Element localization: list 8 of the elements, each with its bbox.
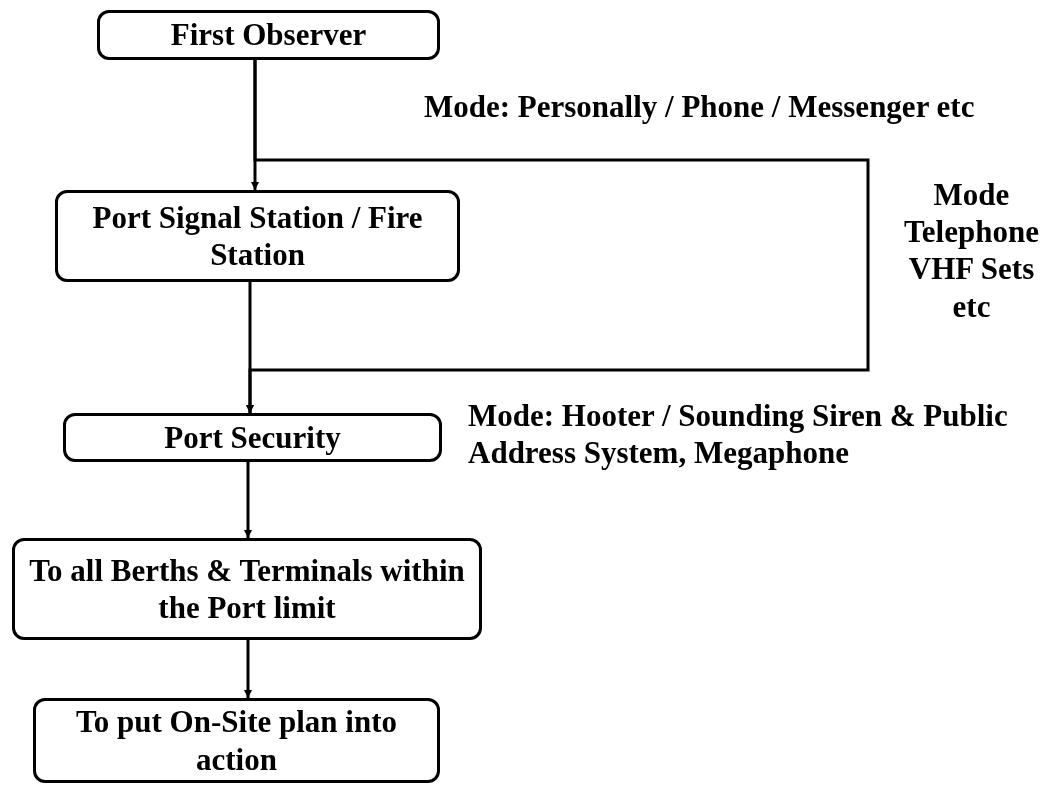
arrow [244,462,252,538]
process-box: Port Security [63,413,442,462]
process-box: To all Berths & Terminals within the Port limit [12,538,482,640]
arrow [244,640,252,698]
process-box: First Observer [97,10,440,60]
arrow [246,60,870,413]
process-box: To put On-Site plan into action [33,698,440,783]
process-box: Port Signal Station / Fire Station [55,190,460,282]
